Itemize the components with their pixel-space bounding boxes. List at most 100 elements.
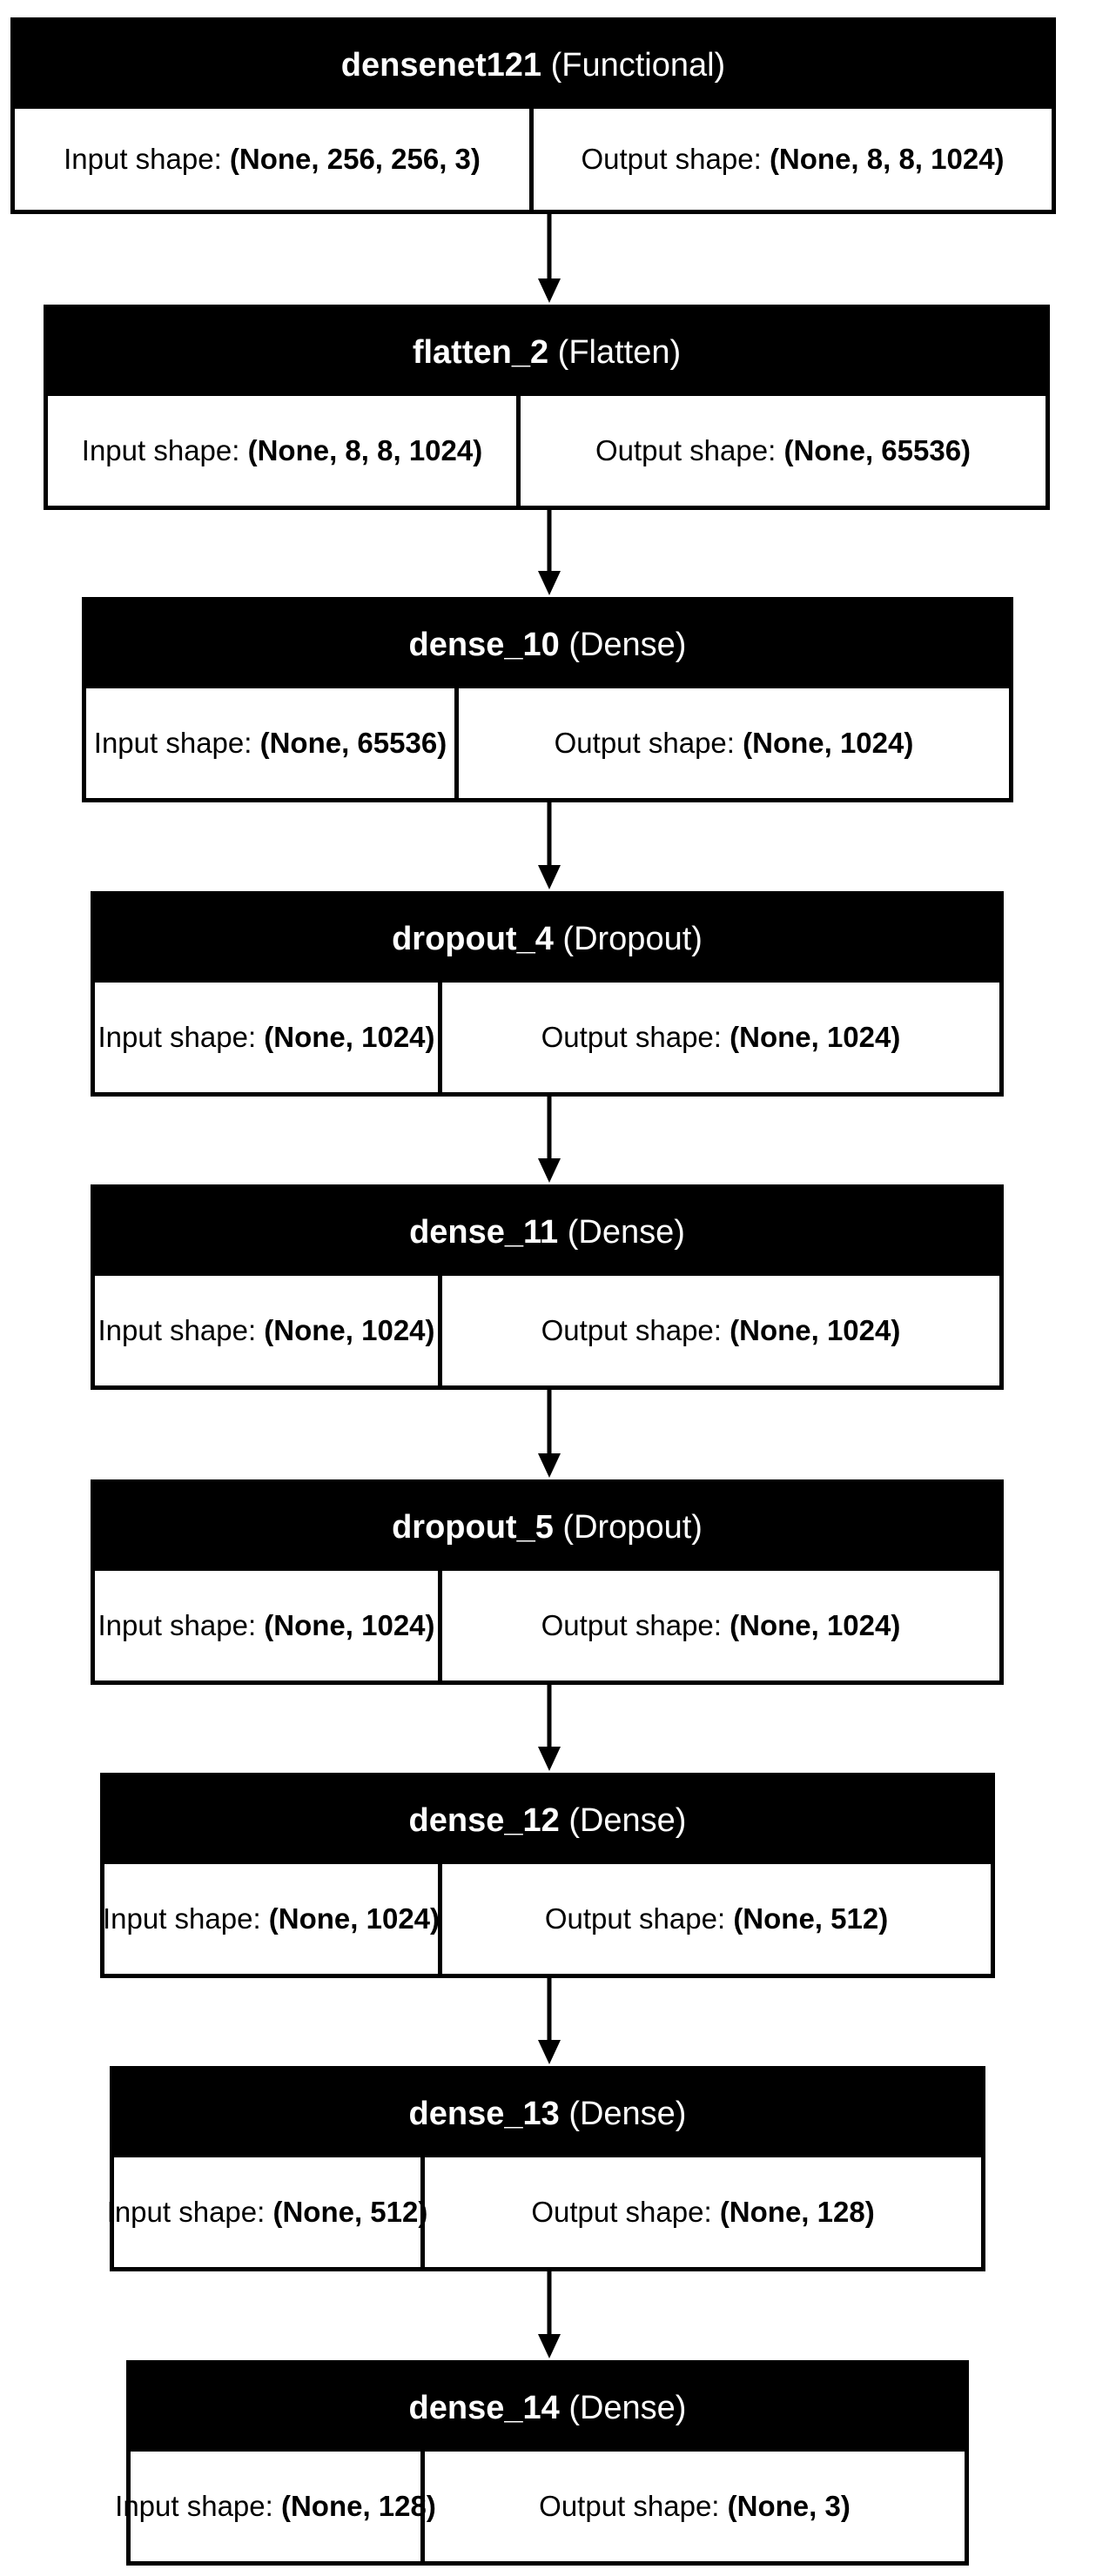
layer-name: dense_10 xyxy=(408,626,560,663)
arrow-head-icon xyxy=(538,1747,561,1771)
layer-shapes: Input shape: (None, 256, 256, 3)Output s… xyxy=(15,109,1052,210)
input-shape-cell: Input shape: (None, 512) xyxy=(107,2157,427,2267)
layer-header: densenet121 (Functional) xyxy=(15,22,1052,109)
input-shape-value: (None, 65536) xyxy=(259,727,447,759)
arrow-head-icon xyxy=(538,1453,561,1478)
layer-shapes: Input shape: (None, 128) Output shape: (N… xyxy=(115,2452,965,2561)
layer-node-flatten-2: flatten_2 (Flatten)Input shape: (None, 8… xyxy=(44,305,1050,510)
layer-node-densenet121: densenet121 (Functional)Input shape: (No… xyxy=(10,17,1056,214)
layer-name: dense_14 xyxy=(408,2389,560,2426)
layer-header: dense_10 (Dense) xyxy=(86,601,1009,688)
input-shape-cell: Input shape: (None, 8, 8, 1024) xyxy=(48,396,521,506)
layer-type: (Functional) xyxy=(550,46,726,84)
output-shape-value: (None, 1024) xyxy=(730,1314,901,1346)
input-shape-cell: Input shape: (None, 1024) xyxy=(95,1571,442,1680)
output-shape-label: Output shape: xyxy=(595,434,777,466)
layer-shapes: Input shape: (None, 1024)Output shape: (… xyxy=(102,1864,991,1974)
input-shape-value: (None, 1024) xyxy=(264,1609,435,1641)
arrow-head-icon xyxy=(538,571,561,595)
output-shape-value: (None, 8, 8, 1024) xyxy=(769,143,1005,175)
layer-node-dense-10: dense_10 (Dense)Input shape: (None, 6553… xyxy=(82,597,1013,802)
output-shape-cell: Output shape: (None, 1024) xyxy=(442,1571,999,1680)
output-shape-label: Output shape: xyxy=(541,1609,722,1641)
output-shape-cell: Output shape: (None, 1024) xyxy=(459,688,1009,798)
layer-shapes: Input shape: (None, 65536)Output shape: … xyxy=(86,688,1009,798)
layer-header: dense_11 (Dense) xyxy=(95,1189,999,1276)
input-shape-cell: Input shape: (None, 65536) xyxy=(86,688,459,798)
output-shape-cell: Output shape: (None, 1024) xyxy=(442,983,999,1092)
input-shape-label: Input shape: xyxy=(81,434,240,466)
input-shape-value: (None, 8, 8, 1024) xyxy=(247,434,483,466)
input-shape-cell: Input shape: (None, 256, 256, 3) xyxy=(15,109,534,210)
output-shape-cell: Output shape: (None, 65536) xyxy=(521,396,1046,506)
output-shape-cell: Output shape: (None, 512) xyxy=(442,1864,991,1974)
output-shape-label: Output shape: xyxy=(554,727,735,759)
layer-name: dropout_4 xyxy=(392,920,554,957)
input-shape-value: (None, 128) xyxy=(280,2490,436,2522)
input-shape-label: Input shape: xyxy=(97,1021,257,1053)
output-shape-value: (None, 1024) xyxy=(743,727,914,759)
output-shape-cell: Output shape: (None, 8, 8, 1024) xyxy=(534,109,1052,210)
layer-node-dropout-4: dropout_4 (Dropout)Input shape: (None, 1… xyxy=(91,891,1004,1097)
output-shape-label: Output shape: xyxy=(541,1314,722,1346)
layer-name: densenet121 xyxy=(340,46,542,84)
layer-type: (Dense) xyxy=(568,2389,687,2426)
layer-header: flatten_2 (Flatten) xyxy=(48,309,1046,396)
layer-type: (Dense) xyxy=(568,2095,687,2132)
layer-name: dropout_5 xyxy=(392,1508,554,1546)
input-shape-value: (None, 1024) xyxy=(264,1314,435,1346)
layer-header: dropout_4 (Dropout) xyxy=(95,896,999,983)
layer-node-dropout-5: dropout_5 (Dropout)Input shape: (None, 1… xyxy=(91,1479,1004,1685)
output-shape-value: (None, 65536) xyxy=(783,434,972,466)
input-shape-label: Input shape: xyxy=(115,2490,273,2522)
output-shape-label: Output shape: xyxy=(581,143,762,175)
input-shape-label: Input shape: xyxy=(102,1902,261,1935)
layer-type: (Dense) xyxy=(567,1213,685,1251)
input-shape-cell: Input shape: (None, 1024) xyxy=(95,1276,442,1385)
layer-node-dense-11: dense_11 (Dense)Input shape: (None, 1024… xyxy=(91,1184,1004,1390)
input-shape-label: Input shape: xyxy=(97,1609,257,1641)
arrow-head-icon xyxy=(538,1158,561,1183)
layer-type: (Dense) xyxy=(568,626,687,663)
input-shape-label: Input shape: xyxy=(106,2196,266,2228)
input-shape-value: (None, 1024) xyxy=(268,1902,440,1935)
layer-shapes: Input shape: (None, 8, 8, 1024)Output sh… xyxy=(48,396,1046,506)
layer-shapes: Input shape: (None, 512)Output shape: (N… xyxy=(107,2157,981,2267)
layer-node-dense-14: dense_14 (Dense)Input shape: (None, 128)… xyxy=(115,2360,969,2566)
output-shape-cell: Output shape: (None, 1024) xyxy=(442,1276,999,1385)
arrow-head-icon xyxy=(538,865,561,889)
layer-header: dense_14 (Dense) xyxy=(131,2365,965,2452)
input-shape-label: Input shape: xyxy=(93,727,252,759)
output-shape-label: Output shape: xyxy=(544,1902,726,1935)
layer-name: dense_13 xyxy=(408,2095,560,2132)
layer-shapes: Input shape: (None, 1024)Output shape: (… xyxy=(95,1276,999,1385)
layer-type: (Flatten) xyxy=(557,333,682,371)
layer-header: dense_12 (Dense) xyxy=(104,1777,991,1864)
layer-header: dropout_5 (Dropout) xyxy=(95,1484,999,1571)
layer-type: (Dropout) xyxy=(562,920,703,957)
output-shape-value: (None, 3) xyxy=(727,2490,851,2522)
input-shape-value: (None, 256, 256, 3) xyxy=(229,143,481,175)
arrow-head-icon xyxy=(538,278,561,303)
output-shape-value: (None, 512) xyxy=(733,1902,889,1935)
layer-name: flatten_2 xyxy=(412,333,549,371)
layer-type: (Dropout) xyxy=(562,1508,703,1546)
input-shape-cell: Input shape: (None, 128) xyxy=(115,2452,436,2561)
layer-node-dense-12: dense_12 (Dense) Input shape: (None, 1024… xyxy=(100,1773,995,1978)
input-shape-cell: Input shape: (None, 1024) xyxy=(95,983,442,1092)
output-shape-value: (None, 128) xyxy=(719,2196,875,2228)
arrow-head-icon xyxy=(538,2334,561,2358)
output-shape-cell: Output shape: (None, 128) xyxy=(425,2157,981,2267)
output-shape-value: (None, 1024) xyxy=(730,1609,901,1641)
input-shape-value: (None, 1024) xyxy=(264,1021,435,1053)
layer-name: dense_11 xyxy=(409,1213,559,1251)
layer-header: dense_13 (Dense) xyxy=(114,2070,981,2157)
layer-shapes: Input shape: (None, 1024)Output shape: (… xyxy=(95,983,999,1092)
arrow-head-icon xyxy=(538,2040,561,2064)
layer-shapes: Input shape: (None, 1024)Output shape: (… xyxy=(95,1571,999,1680)
output-shape-label: Output shape: xyxy=(539,2490,720,2522)
layer-node-dense-13: dense_13 (Dense)Input shape: (None, 512)… xyxy=(107,2066,985,2271)
output-shape-value: (None, 1024) xyxy=(730,1021,901,1053)
